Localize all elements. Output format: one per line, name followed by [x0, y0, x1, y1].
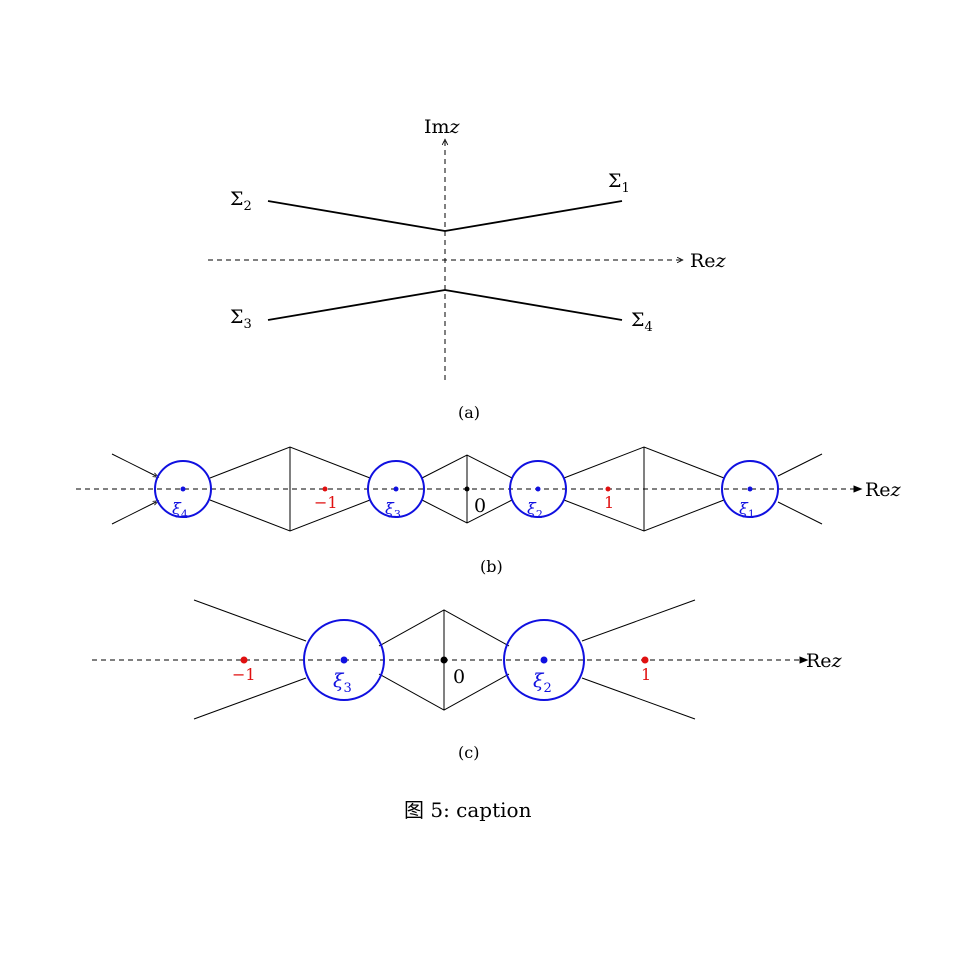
xi4-point — [180, 486, 186, 492]
sigma4-label: Σ4 — [631, 309, 653, 335]
ray — [581, 599, 696, 642]
ray — [111, 502, 156, 525]
xi1-circle — [721, 460, 779, 518]
one-point — [641, 656, 649, 664]
panel-b: Rez — [76, 446, 902, 576]
sigma2-ray — [267, 200, 446, 232]
sigma3-ray — [267, 289, 446, 321]
sigma1-ray — [444, 200, 623, 232]
one-label: 1 — [641, 665, 651, 684]
panel-a: Imz Rez Σ1 Σ2 Σ3 Σ4 (a) — [208, 116, 727, 422]
sigma2-label: Σ2 — [230, 188, 252, 214]
zero-label: 0 — [453, 666, 465, 688]
panel-c-sublabel: (c) — [458, 743, 479, 762]
ray — [777, 453, 823, 477]
xi2-label: ξ2 — [533, 670, 552, 696]
minus-one-label: −1 — [232, 665, 256, 684]
minus-one-point — [322, 486, 328, 492]
xi3-point — [393, 486, 399, 492]
origin-point — [440, 656, 448, 664]
xi2-point — [540, 656, 548, 664]
sigma1-label: Σ1 — [608, 170, 630, 196]
panel-a-sublabel: (a) — [458, 403, 480, 422]
sigma3-label: Σ3 — [230, 306, 252, 332]
figure-caption: 图 5: caption — [404, 798, 532, 822]
re-axis-label: Rez — [690, 250, 727, 272]
xi1-label: ξ1 — [739, 499, 755, 521]
xi1-point — [747, 486, 753, 492]
xi3-point — [340, 656, 348, 664]
zero-label: 0 — [474, 495, 486, 517]
panel-c: Rez ξ3 ξ2 −1 1 0 (c) — [92, 599, 843, 762]
ray — [777, 501, 823, 525]
ray — [111, 453, 156, 476]
xi4-circle — [154, 460, 212, 518]
xi3-circle — [367, 460, 425, 518]
xi3-label: ξ3 — [333, 670, 352, 696]
minus-one-point — [240, 656, 248, 664]
xi2-circle — [509, 460, 567, 518]
xi2-label: ξ2 — [527, 499, 543, 521]
xi2-circle — [503, 619, 585, 701]
xi2-point — [535, 486, 541, 492]
one-label: 1 — [604, 493, 614, 512]
xi4-label: ξ4 — [172, 499, 188, 521]
ray — [581, 677, 696, 720]
re-axis-label: Rez — [806, 650, 843, 672]
xi3-circle — [303, 619, 385, 701]
sigma4-ray — [444, 289, 623, 321]
minus-one-label: −1 — [314, 493, 338, 512]
panel-b-sublabel: (b) — [480, 557, 503, 576]
im-axis-label: Imz — [424, 116, 461, 138]
one-point — [605, 486, 611, 492]
origin-point — [464, 486, 470, 492]
xi3-label: ξ3 — [385, 499, 401, 521]
ray — [193, 677, 307, 720]
ray — [193, 599, 307, 642]
re-axis-label: Rez — [865, 479, 902, 501]
